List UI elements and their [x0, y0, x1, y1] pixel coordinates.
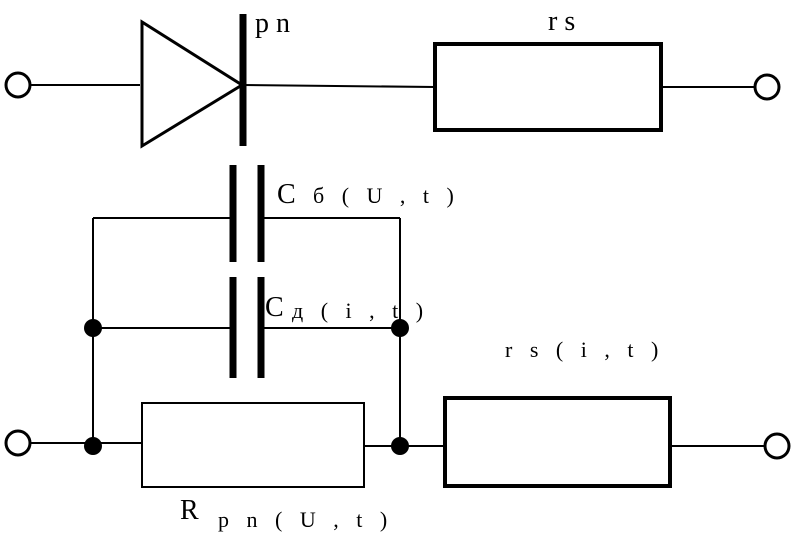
label-cd-sub: д ( i , t ) — [292, 298, 429, 323]
label-rs-top: r s — [548, 6, 575, 37]
top-left-terminal — [4, 71, 32, 99]
label-cb-main: С — [277, 179, 296, 210]
junction-left-middle — [84, 319, 102, 337]
junction-right-bottom — [391, 437, 409, 455]
junction-left-bottom — [84, 437, 102, 455]
bottom-right-terminal — [763, 432, 791, 460]
diode-triangle-icon — [140, 19, 245, 149]
resistor-rs-top — [433, 42, 663, 132]
resistor-rs-bottom — [443, 396, 672, 488]
label-rpn-sub: p n ( U , t ) — [218, 507, 393, 532]
bottom-left-terminal — [4, 429, 32, 457]
top-right-terminal — [753, 73, 781, 101]
diode-to-resistor-wire — [242, 84, 436, 88]
resistor-rpn — [141, 402, 365, 488]
label-cb-sub: б ( U , t ) — [313, 183, 460, 208]
label-cd-main: С — [265, 292, 284, 323]
label-rs-bottom: r s ( i , t ) — [505, 337, 664, 362]
junction-right-middle — [391, 319, 409, 337]
label-pn: p n — [255, 8, 290, 39]
label-rpn-main: R — [180, 495, 199, 526]
